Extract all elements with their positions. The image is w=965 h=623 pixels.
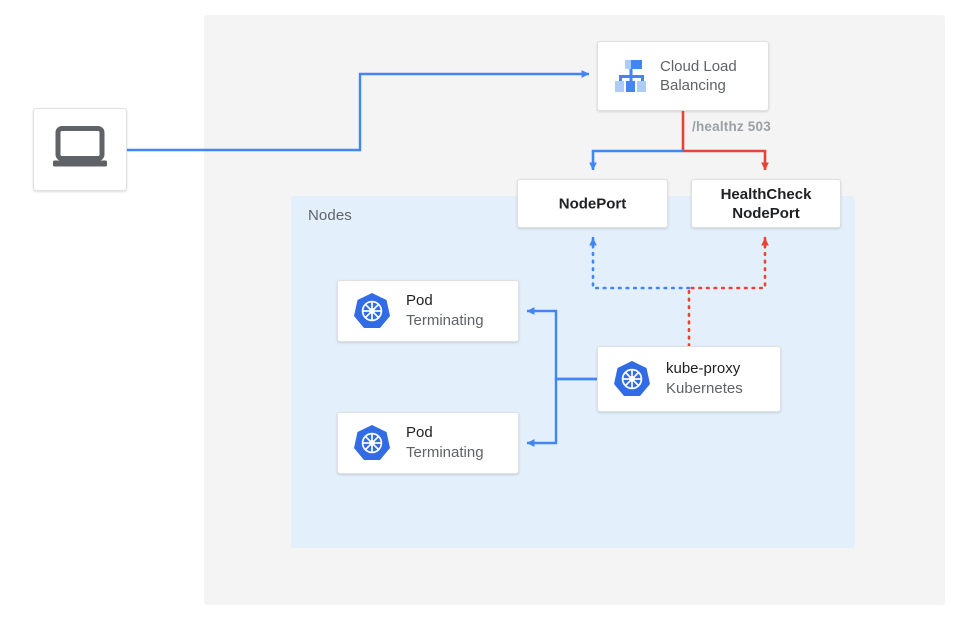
hc-line1: HealthCheck <box>720 185 812 203</box>
pod-text-2: Pod Terminating <box>406 423 484 463</box>
pod-title-1: Pod <box>406 292 433 309</box>
kubernetes-icon <box>612 359 652 399</box>
laptop-icon <box>52 125 108 174</box>
nodeport-node[interactable]: NodePort <box>517 179 668 228</box>
healthz-edge-label: /healthz 503 <box>692 119 771 134</box>
healthcheck-nodeport-node[interactable]: HealthCheck NodePort <box>691 179 841 228</box>
kube-proxy-subtitle: Kubernetes <box>666 380 743 397</box>
kube-proxy-title: kube-proxy <box>666 360 741 377</box>
cloud-load-balancing-icon <box>610 55 652 97</box>
cloud-load-balancing-label: Cloud Load Balancing <box>660 57 737 95</box>
healthcheck-nodeport-label: HealthCheck NodePort <box>692 185 840 223</box>
hc-line2: NodePort <box>732 204 800 222</box>
pod-node-2[interactable]: Pod Terminating <box>337 412 519 474</box>
pod-node-1[interactable]: Pod Terminating <box>337 280 519 342</box>
nodes-panel-label: Nodes <box>308 207 352 224</box>
cloud-load-balancing-node[interactable]: Cloud Load Balancing <box>597 41 769 111</box>
kubernetes-icon <box>352 291 392 331</box>
nodeport-label: NodePort <box>558 195 627 212</box>
pod-subtitle-2: Terminating <box>406 444 484 461</box>
kubernetes-icon <box>352 423 392 463</box>
kube-proxy-text: kube-proxy Kubernetes <box>666 359 743 399</box>
kube-proxy-node[interactable]: kube-proxy Kubernetes <box>597 346 781 412</box>
pod-text-1: Pod Terminating <box>406 291 484 331</box>
lb-title-line2: Balancing <box>660 77 726 94</box>
pod-subtitle-1: Terminating <box>406 312 484 329</box>
pod-title-2: Pod <box>406 424 433 441</box>
lb-title-line1: Cloud Load <box>660 58 737 75</box>
client-node[interactable] <box>33 108 127 191</box>
